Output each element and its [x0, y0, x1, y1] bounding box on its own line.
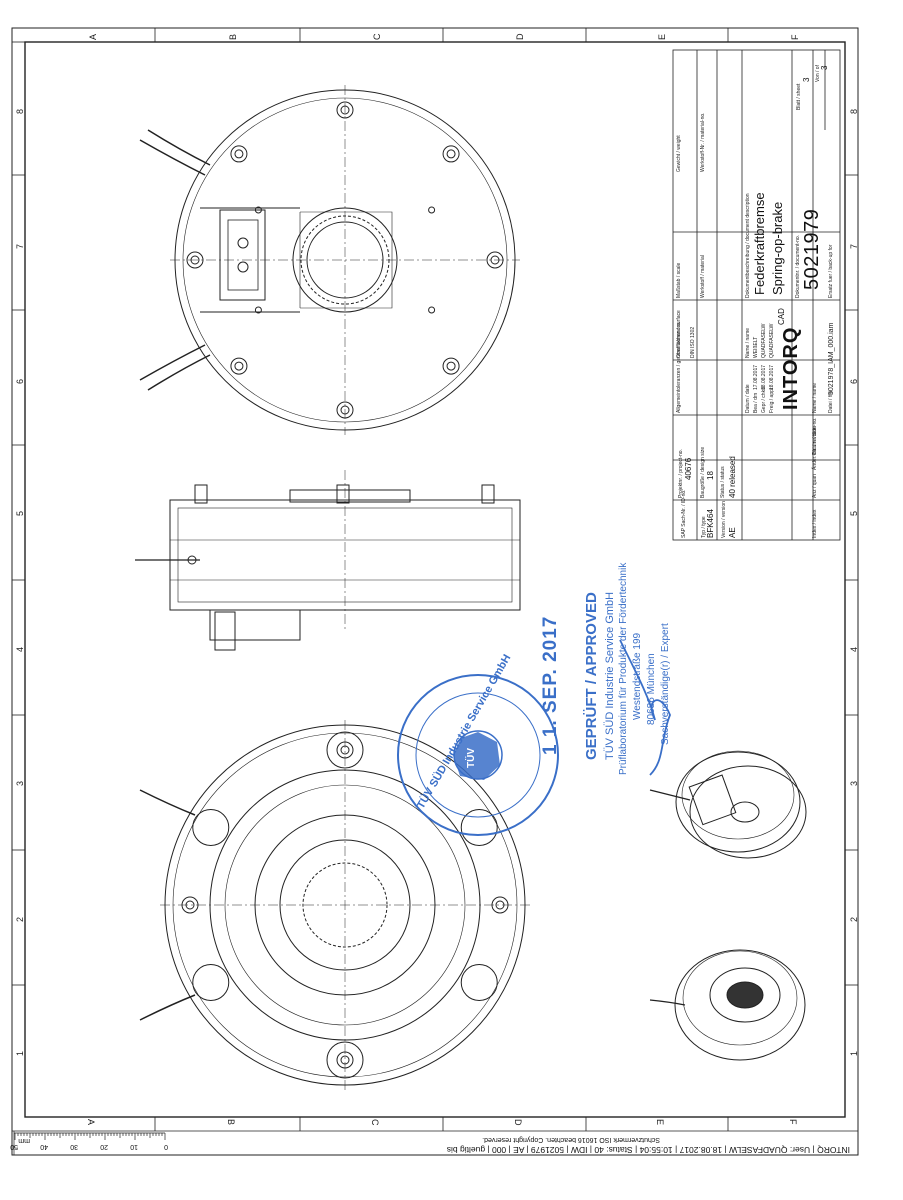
zone-marker: C	[370, 1119, 380, 1126]
zone-marker: E	[655, 1119, 665, 1126]
zone-marker: 1	[849, 1050, 859, 1056]
status-value: 40 released	[728, 456, 737, 498]
zone-marker: 3	[849, 780, 859, 786]
tolerance-std: DIN ISO 1302	[690, 326, 696, 358]
desc-en: Spring-op-brake	[770, 201, 785, 295]
zone-marker: 8	[15, 108, 25, 114]
inner-frame	[24, 41, 846, 1118]
rev-date-label: Datum / date	[812, 426, 818, 455]
version-label: Version / version	[721, 501, 727, 538]
scale-tick-label: 40	[40, 1143, 48, 1150]
side-view-drawing	[135, 470, 521, 651]
zone-marker: B	[226, 1119, 236, 1126]
material-label: Werkstoff / material	[700, 255, 706, 298]
zone-marker: 1	[15, 1050, 25, 1056]
zone-marker: F	[788, 1119, 798, 1125]
zone-marker: D	[515, 33, 525, 41]
approved-label: Freig / appr	[769, 387, 775, 413]
intorq-logo: INTORQ	[780, 326, 802, 410]
checked-label: Gepr / chkd	[761, 387, 767, 413]
zone-marker: 8	[849, 108, 859, 114]
status-label: Status / status	[720, 466, 726, 498]
checked-date: 18.08.2017	[761, 364, 767, 390]
cad-label: CAD	[777, 308, 786, 325]
zone-marker: 4	[849, 646, 859, 652]
iso-view-bottom	[649, 949, 806, 1061]
zone-marker: D	[513, 1119, 523, 1126]
zone-marker: 4	[15, 646, 25, 652]
stamp-approved: GEPRÜFT / APPROVED	[583, 592, 600, 760]
scale-label: Maßstab / scale	[676, 262, 682, 298]
zone-marker: 5	[849, 510, 859, 516]
weight-label: Gewicht / weight	[676, 135, 682, 172]
zone-dividers	[12, 28, 858, 1131]
material-no-label: Werkstoff-Nr. / material-no.	[700, 112, 706, 172]
zone-marker: 3	[15, 780, 25, 786]
outer-frame	[11, 27, 859, 1156]
stamp-date: 1 1. SEP. 2017	[540, 615, 561, 755]
stamp-line5: Sachverständige(r) / Expert	[660, 623, 671, 745]
stamp-line4: 80686 München	[646, 653, 657, 725]
footer-meta: INTORQ | User: QUADFASELW | 18.08.2017 |…	[446, 1145, 850, 1155]
scale-tick-label: 50	[10, 1143, 18, 1150]
design-size-value: 18	[706, 471, 715, 480]
footer-copyright: Schutzvermerk ISO 16016 beachten. Copyri…	[482, 1136, 660, 1143]
sheet-label: Blatt / sheet	[796, 83, 802, 110]
doc-desc-label: Dokumentbeschreibung / document descript…	[745, 193, 751, 298]
scale-tick-label: 0	[164, 1143, 168, 1150]
zone-marker: 2	[15, 916, 25, 922]
project-value: 40676	[684, 457, 693, 480]
top-view-drawing	[139, 85, 520, 435]
index-label: Index / index	[812, 509, 818, 538]
zone-marker: 2	[849, 916, 859, 922]
scale-tick-label: 20	[100, 1143, 108, 1150]
file-value: 5021978_IAM_000.iam	[828, 322, 835, 395]
scale-unit: mm	[18, 1137, 30, 1144]
rev-name-label: Name / name	[812, 382, 818, 413]
approved-date: 18.08.2017	[769, 364, 775, 390]
iso-view-top	[649, 750, 807, 859]
date-col-label: Datum / date	[745, 384, 751, 413]
version-value: AE	[728, 527, 737, 538]
stamp-line3: Westendstraße 199	[632, 632, 643, 720]
tuv-stamp	[397, 639, 671, 836]
zone-marker: 6	[15, 378, 25, 384]
zone-marker: A	[86, 1119, 96, 1126]
change-label: Anz / quan	[812, 474, 818, 498]
zone-marker: 7	[849, 243, 859, 249]
zone-marker: 7	[15, 243, 25, 249]
type-value: BFK464	[706, 509, 715, 538]
drawn-name: WEIßELT	[753, 336, 759, 358]
surface-label: Oberflächen / surface	[676, 310, 682, 358]
scale-tick-label: 10	[130, 1143, 138, 1150]
bottom-view-drawing	[139, 720, 530, 1090]
drawn-label: Bea / drn	[753, 392, 759, 413]
name-col-label: Name / name	[745, 327, 751, 358]
checked-name: QUADFASELW	[761, 323, 767, 358]
replace-label: Ersatz fuer / back-up for	[828, 244, 834, 298]
stamp-badge: TÜV	[466, 748, 477, 768]
zone-marker: 5	[15, 510, 25, 516]
sheet-value: 3	[802, 77, 811, 82]
scale-tick-label: 30	[70, 1143, 78, 1150]
stamp-line1: TÜV SÜD Industrie Service GmbH	[604, 591, 616, 760]
of-value: 3	[820, 65, 829, 70]
scale-ruler	[13, 1131, 166, 1155]
zone-marker: B	[228, 33, 238, 40]
approved-name: QUADFASELW	[769, 323, 775, 358]
drawn-date: 17.08.2017	[753, 364, 759, 390]
title-block-grid	[672, 49, 841, 541]
zone-marker: C	[372, 33, 382, 41]
stamp-line2: Prüflaboratorium für Produkte der Förder…	[618, 562, 629, 775]
desc-de: Federkraftbremse	[752, 192, 767, 295]
zone-marker: 6	[849, 378, 859, 384]
zone-marker: F	[790, 34, 800, 41]
zone-marker: A	[88, 33, 98, 40]
doc-no-value: 5021979	[801, 208, 823, 290]
zone-marker: E	[657, 33, 667, 40]
